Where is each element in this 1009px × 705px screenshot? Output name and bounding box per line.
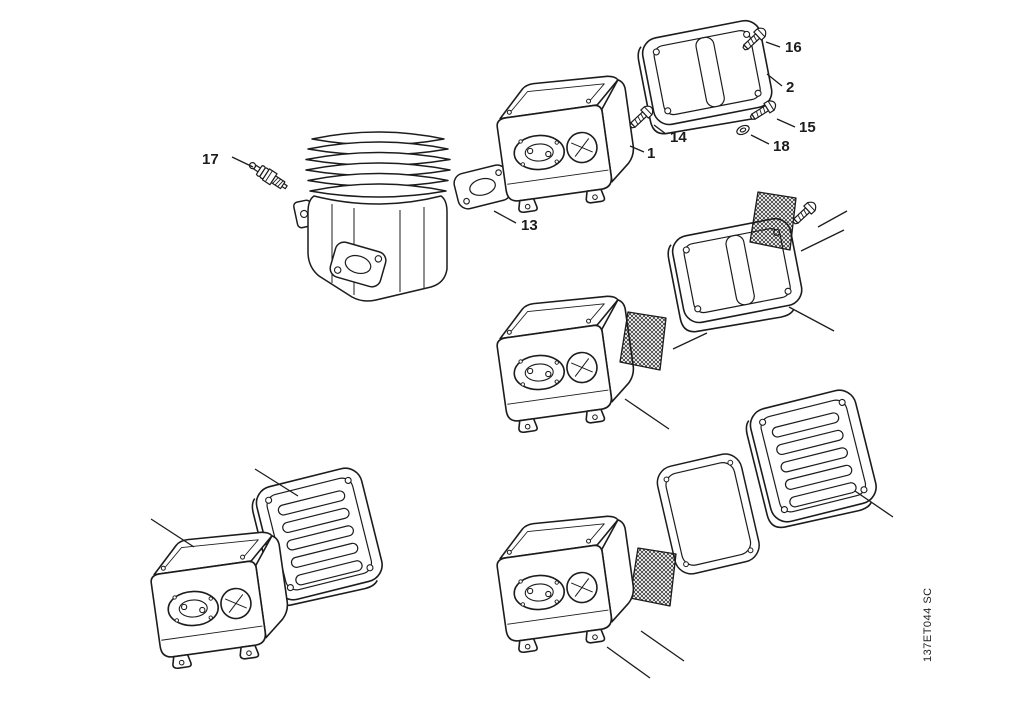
leader-line [854,490,894,518]
leader-line-16 [765,41,781,48]
screw-14 [626,102,656,132]
gasket-port [469,177,496,196]
part-label-15: 15 [799,119,816,136]
spark-plug-illustration [248,162,288,190]
leader-line [624,398,670,430]
washer-18 [736,124,750,136]
plug-thread-line [277,180,284,187]
plug-thread-line [274,178,282,186]
part-label-2: 2 [786,79,794,96]
exhaust-port [344,254,372,274]
exhaust-stud [374,255,383,263]
leader-line [150,518,195,548]
leader-line [254,468,299,497]
leader-line [817,210,848,228]
part-label-14: 14 [670,129,687,146]
leader-line-1 [629,145,645,153]
spark-screen [749,191,797,251]
leader-line [606,646,651,679]
gasket-13-illustration [453,164,512,210]
muffler-body-variant [145,526,296,672]
spark-screen [619,311,667,371]
leader-line [788,306,835,332]
muffler-body-variant [491,510,642,656]
plug-hex-edge [264,170,273,182]
drawing-code: 137ET044 SC [922,587,934,662]
plug-electrode [281,183,288,190]
leader-line-18 [750,134,770,145]
plug-thread-line [272,177,279,184]
muffler-cover-louvered [741,385,882,534]
washer-inner [739,127,747,133]
cooling-fins [305,131,451,198]
cylinder-illustration [292,131,451,302]
gasket-hole [495,169,502,176]
exhaust-flange [329,241,387,288]
gasket-hole [463,197,470,205]
leader-line [672,332,708,350]
cooling-fin [309,183,447,198]
exhaust-stud [333,266,342,274]
part-label-1: 1 [647,145,655,162]
part-label-17: 17 [202,151,219,168]
leader-lines [150,41,894,679]
muffler-body-variant [491,290,642,436]
leader-line-14 [653,124,667,135]
leader-line-15 [776,118,796,128]
part-label-18: 18 [773,138,790,155]
leader-line-13 [493,210,517,224]
leader-line [640,630,685,662]
leader-line [800,229,845,252]
leader-line-2 [766,73,783,87]
muffler-body-1 [491,70,642,216]
leader-line-17 [231,156,254,168]
spark-screen [629,547,677,607]
part-label-16: 16 [785,39,802,56]
part-label-13: 13 [521,217,538,234]
